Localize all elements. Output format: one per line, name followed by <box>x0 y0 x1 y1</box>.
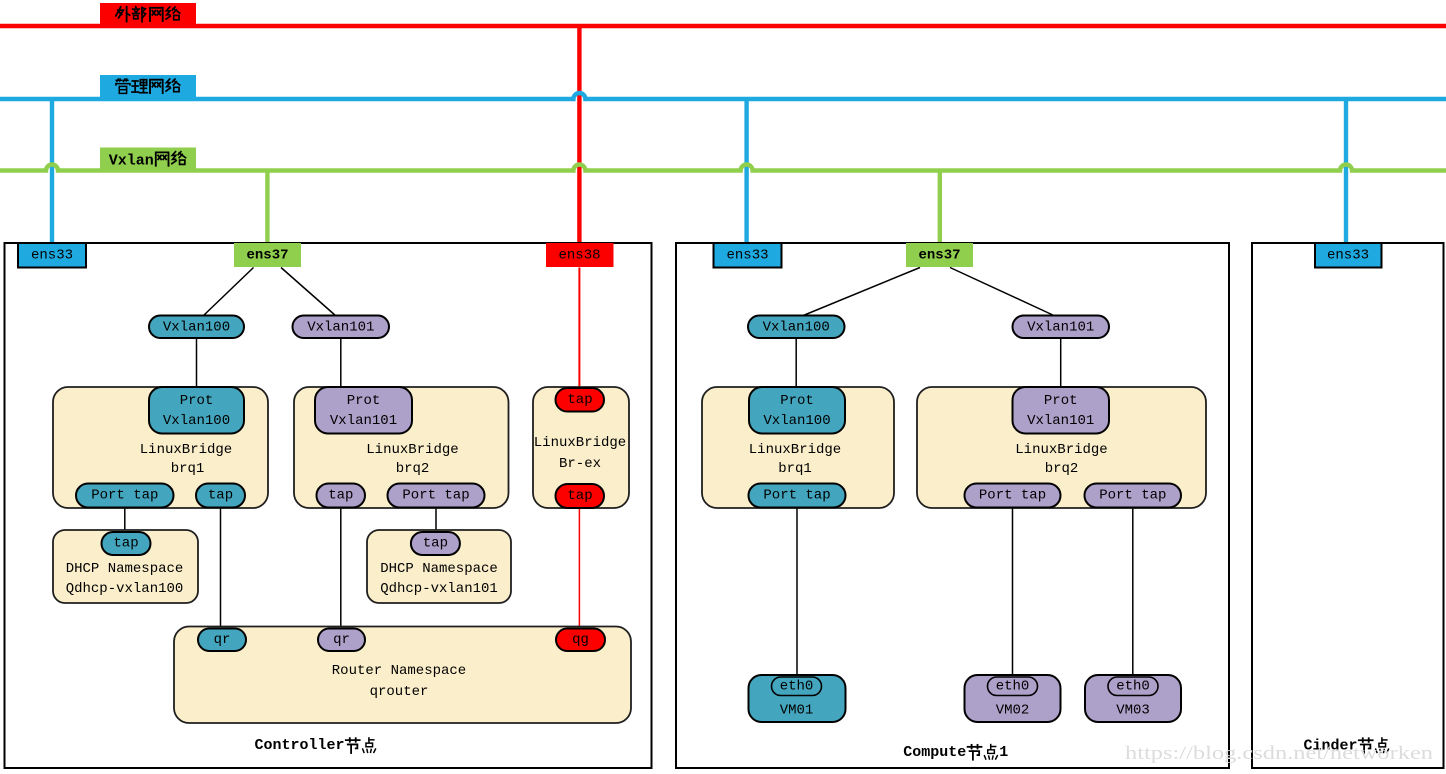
svg-text:Prot: Prot <box>180 393 214 409</box>
svg-text:LinuxBridge: LinuxBridge <box>140 442 232 458</box>
svg-text:brq2: brq2 <box>1045 461 1079 477</box>
svg-text:1: 1 <box>999 744 1008 761</box>
svg-text:brq1: brq1 <box>778 461 812 477</box>
svg-text:ens38: ens38 <box>558 248 600 264</box>
svg-text:ens33: ens33 <box>31 248 73 264</box>
svg-text:Controller: Controller <box>255 737 345 754</box>
svg-text:Prot: Prot <box>780 393 814 409</box>
svg-text:eth0: eth0 <box>996 679 1030 695</box>
svg-text:Vxlan100: Vxlan100 <box>163 320 230 336</box>
svg-text:tap: tap <box>567 488 592 504</box>
svg-text:Compute: Compute <box>903 744 966 761</box>
svg-text:Prot: Prot <box>1044 393 1078 409</box>
svg-text:qrouter: qrouter <box>370 684 429 700</box>
svg-text:qr: qr <box>333 632 350 648</box>
svg-text:Router Namespace: Router Namespace <box>332 663 466 679</box>
svg-text:tap: tap <box>113 536 138 552</box>
svg-text:Qdhcp-vxlan100: Qdhcp-vxlan100 <box>66 581 184 597</box>
svg-text:DHCP Namespace: DHCP Namespace <box>66 561 184 577</box>
svg-text:ens37: ens37 <box>246 248 288 264</box>
svg-text:Vxlan101: Vxlan101 <box>307 320 374 336</box>
svg-text:Vxlan101: Vxlan101 <box>1027 320 1094 336</box>
svg-text:Vxlan101: Vxlan101 <box>1027 413 1094 429</box>
svg-text:brq1: brq1 <box>171 461 205 477</box>
svg-text:Port tap: Port tap <box>402 488 469 504</box>
svg-text:tap: tap <box>328 488 353 504</box>
svg-text:Vxlan100: Vxlan100 <box>163 413 230 429</box>
svg-text:LinuxBridge: LinuxBridge <box>1015 442 1107 458</box>
svg-text:ens33: ens33 <box>1327 248 1369 264</box>
svg-text:Qdhcp-vxlan101: Qdhcp-vxlan101 <box>380 581 498 597</box>
svg-text:Vxlan100: Vxlan100 <box>763 413 830 429</box>
svg-text:qg: qg <box>572 632 589 648</box>
svg-text:tap: tap <box>567 392 592 408</box>
svg-text:ens33: ens33 <box>726 248 768 264</box>
svg-text:Br-ex: Br-ex <box>559 456 601 472</box>
svg-text:Cinder: Cinder <box>1304 737 1358 754</box>
svg-text:VM01: VM01 <box>780 703 814 719</box>
svg-text:eth0: eth0 <box>780 679 814 695</box>
svg-text:Vxlan101: Vxlan101 <box>330 413 397 429</box>
svg-text:brq2: brq2 <box>396 461 430 477</box>
svg-text:Vxlan: Vxlan <box>109 153 154 170</box>
svg-text:ens37: ens37 <box>918 248 960 264</box>
svg-text:VM03: VM03 <box>1116 703 1150 719</box>
svg-text:VM02: VM02 <box>996 703 1030 719</box>
svg-text:qr: qr <box>214 632 231 648</box>
svg-text:Prot: Prot <box>347 393 381 409</box>
svg-text:Port tap: Port tap <box>1099 488 1166 504</box>
svg-text:Port tap: Port tap <box>91 488 158 504</box>
svg-text:Port tap: Port tap <box>763 488 830 504</box>
svg-text:Port tap: Port tap <box>979 488 1046 504</box>
svg-text:LinuxBridge: LinuxBridge <box>366 442 458 458</box>
svg-text:tap: tap <box>208 488 233 504</box>
svg-text:eth0: eth0 <box>1116 679 1150 695</box>
svg-text:Vxlan100: Vxlan100 <box>763 320 830 336</box>
svg-text:LinuxBridge: LinuxBridge <box>749 442 841 458</box>
svg-text:tap: tap <box>423 536 448 552</box>
svg-text:LinuxBridge: LinuxBridge <box>534 435 626 451</box>
svg-text:https://blog.csdn.net/networke: https://blog.csdn.net/networken <box>1125 743 1434 764</box>
svg-text:DHCP Namespace: DHCP Namespace <box>380 561 498 577</box>
